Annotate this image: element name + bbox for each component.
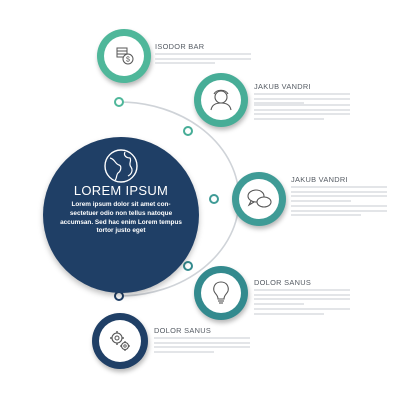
item-ring-1: $ [97, 29, 151, 83]
item-text-4b [254, 308, 350, 317]
item-title-4: DOLOR SANUS [254, 278, 312, 287]
gears-icon [110, 331, 130, 351]
user-icon [210, 89, 232, 111]
globe-icon [104, 149, 138, 183]
item-text-2 [254, 93, 350, 107]
svg-text:$: $ [126, 57, 130, 64]
item-ring-3 [232, 172, 286, 226]
lightbulb-icon [213, 281, 229, 304]
item-text-3b [291, 205, 387, 219]
item-ring-5 [92, 313, 148, 369]
main-description: Lorem ipsum dolor sit amet con-sectetuer… [60, 201, 182, 235]
item-title-2: JAKUB VANDRI [254, 82, 311, 91]
item-text-5 [154, 337, 250, 355]
item-text-4 [254, 289, 350, 307]
item-text-3 [291, 186, 387, 204]
chat-icon [247, 189, 272, 208]
connector-dot-5 [114, 291, 124, 301]
connector-dot-4 [183, 261, 193, 271]
item-text-1 [155, 53, 251, 67]
money-icon: $ [116, 47, 134, 65]
item-title-5: DOLOR SANUS [154, 326, 212, 335]
main-circle [43, 137, 199, 293]
main-title: LOREM IPSUM [73, 183, 169, 198]
item-title-3: JAKUB VANDRI [291, 175, 348, 184]
item-ring-2 [194, 73, 248, 127]
item-ring-4 [194, 266, 248, 320]
item-text-2b [254, 104, 350, 122]
connector-dot-3 [209, 194, 219, 204]
connector-dot-1 [114, 97, 124, 107]
connector-dot-2 [183, 126, 193, 136]
item-title-1: ISODOR BAR [155, 42, 205, 51]
